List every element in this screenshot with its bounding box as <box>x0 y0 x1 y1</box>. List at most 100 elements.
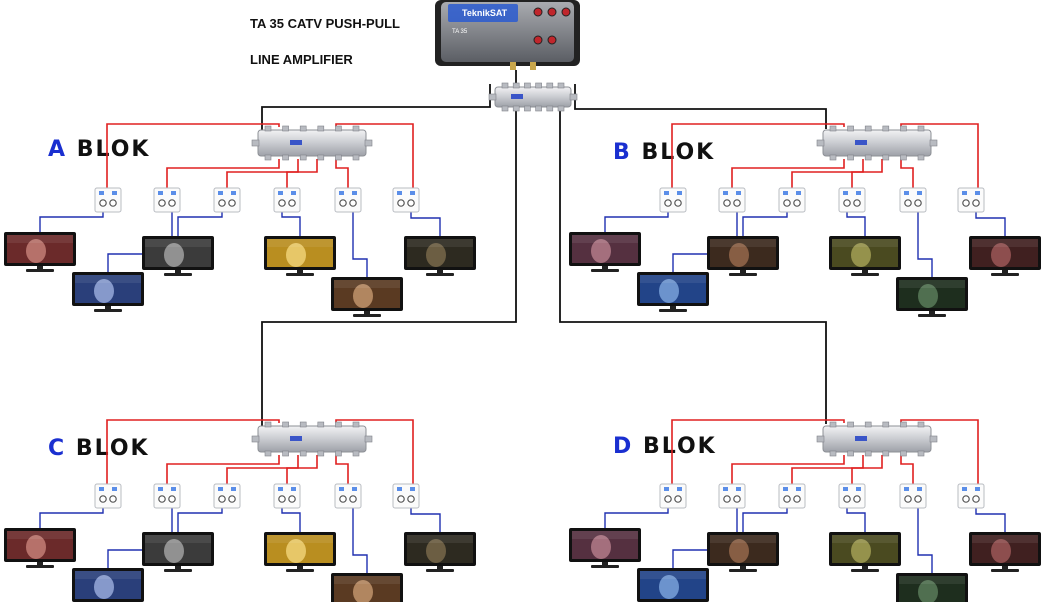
wall-socket-icon <box>778 187 806 213</box>
tv-cables <box>39 212 1006 573</box>
tv-icon <box>829 236 901 276</box>
amplifier-brand: TeknikSAT <box>462 8 508 18</box>
block-word: BLOK <box>642 434 717 459</box>
splitter-feed-cable <box>731 455 845 484</box>
splitter-feed-cable <box>900 419 979 484</box>
tv-icon <box>4 232 76 272</box>
wall-socket-icon <box>957 187 985 213</box>
splitter-feed-cable <box>226 159 299 188</box>
tv-icon <box>707 532 779 572</box>
block-letter: B <box>613 140 632 165</box>
wall-socket-icon <box>957 483 985 509</box>
tv-icon <box>569 232 641 272</box>
wall-socket-icon <box>659 483 687 509</box>
amplifier-model: TA 35 <box>452 29 468 35</box>
block-label-a: A BLOK <box>48 139 150 161</box>
tv-icon <box>969 236 1041 276</box>
tv-cable <box>281 212 301 236</box>
tv-cable <box>39 508 104 528</box>
tv-icon <box>142 236 214 276</box>
tv-cable <box>846 212 866 236</box>
wall-socket-icon <box>213 483 241 509</box>
tv-cable <box>281 508 301 532</box>
tv-icon <box>142 532 214 572</box>
wall-socket-icon <box>153 187 181 213</box>
splitter-feed-cable <box>851 455 883 484</box>
tv-cable <box>846 508 866 532</box>
tv-icon <box>404 532 476 572</box>
tv-cable <box>975 212 1006 236</box>
tv-icon <box>4 528 76 568</box>
devices <box>4 0 1041 602</box>
tv-cable <box>672 508 738 568</box>
splitter-feed-cable <box>166 159 280 188</box>
tv-cable <box>917 508 933 573</box>
tv-icon <box>72 568 144 602</box>
wall-socket-icon <box>899 483 927 509</box>
wall-socket-icon <box>213 187 241 213</box>
wall-socket-icon <box>838 483 866 509</box>
tv-cable <box>742 212 788 236</box>
wall-socket-icon <box>94 187 122 213</box>
tv-icon <box>404 236 476 276</box>
splitter-icon <box>816 421 938 457</box>
splitter-feed-cable <box>106 419 280 484</box>
amplifier-device: TeknikSAT TA 35 <box>452 8 508 35</box>
splitter-feed-cable <box>335 455 349 484</box>
block-label-c: C BLOK <box>48 438 150 460</box>
trunk-cable <box>559 110 827 424</box>
splitter-feed-cable <box>791 159 864 188</box>
tv-icon <box>637 568 709 602</box>
tv-cable <box>975 508 1006 532</box>
tv-cable <box>917 212 933 277</box>
tv-cable <box>352 508 368 573</box>
tv-cable <box>672 212 738 272</box>
splitter-feed-cable <box>900 455 914 484</box>
wall-socket-icon <box>392 187 420 213</box>
wall-socket-icon <box>899 187 927 213</box>
wall-socket-icon <box>153 483 181 509</box>
wall-socket-icon <box>334 483 362 509</box>
block-letter: A <box>48 137 68 162</box>
wall-socket-icon <box>334 187 362 213</box>
block-word: BLOK <box>75 436 150 461</box>
block-letter: C <box>48 436 67 461</box>
tv-icon <box>829 532 901 572</box>
block-word: BLOK <box>76 137 151 162</box>
amplifier-title-line1: TA 35 CATV PUSH-PULL <box>250 16 400 31</box>
tv-cable <box>177 212 223 236</box>
wall-socket-icon <box>838 187 866 213</box>
wall-socket-icon <box>718 187 746 213</box>
tv-icon <box>637 272 709 312</box>
amplifier-icon <box>435 0 580 70</box>
tv-cable <box>177 508 223 532</box>
tv-icon <box>331 573 403 602</box>
wall-socket-icon <box>94 483 122 509</box>
splitter-feed-cable <box>731 159 845 188</box>
block-label-d: D BLOK <box>613 436 717 458</box>
wall-socket-icon <box>273 483 301 509</box>
tv-cable <box>604 508 669 528</box>
splitter-feed-cable <box>900 159 914 188</box>
wall-socket-icon <box>392 483 420 509</box>
trunk-cable <box>574 84 827 129</box>
splitter-icon <box>488 82 578 112</box>
tv-icon <box>969 532 1041 572</box>
splitter-feed-cable <box>671 123 845 188</box>
tv-cable <box>352 212 368 277</box>
splitter-feed-cable <box>671 419 845 484</box>
tv-cable <box>742 508 788 532</box>
tv-cable <box>107 212 173 272</box>
tv-cable <box>410 212 441 236</box>
tv-icon <box>72 272 144 312</box>
block-word: BLOK <box>641 140 716 165</box>
tv-cable <box>39 212 104 232</box>
block-letter: D <box>613 434 634 459</box>
tv-icon <box>569 528 641 568</box>
tv-cable <box>604 212 669 232</box>
wall-socket-icon <box>273 187 301 213</box>
wall-socket-icon <box>718 483 746 509</box>
tv-cable <box>107 508 173 568</box>
splitter-feed-cable <box>335 159 349 188</box>
